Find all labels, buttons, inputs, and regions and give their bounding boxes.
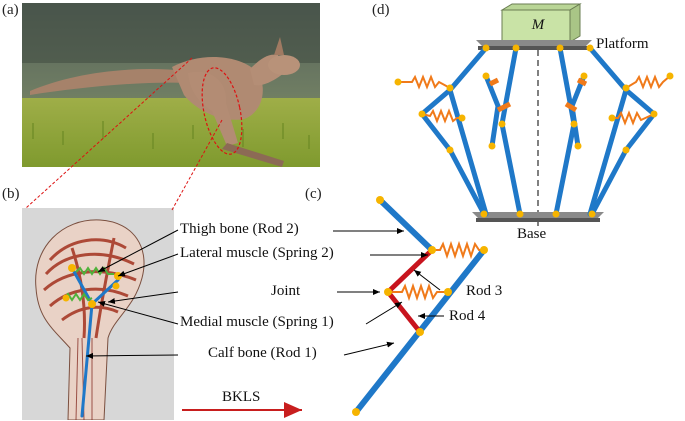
kangaroo-photo <box>22 3 320 167</box>
platform-mechanism: M <box>394 3 674 226</box>
label-thigh-bone: Thigh bone (Rod 2) <box>180 221 299 237</box>
label-base: Base <box>517 226 547 242</box>
bkls-linkage <box>182 196 488 418</box>
label-medial-muscle: Medial muscle (Spring 1) <box>180 314 334 330</box>
panel-label-c: (c) <box>305 186 322 202</box>
panel-label-b: (b) <box>2 186 20 202</box>
label-joint: Joint <box>271 283 301 299</box>
leg-anatomy-illustration <box>22 208 174 420</box>
label-calf-bone: Calf bone (Rod 1) <box>208 345 317 361</box>
label-bkls: BKLS <box>222 389 261 405</box>
mass-label: M <box>531 17 546 33</box>
label-platform: Platform <box>596 36 649 52</box>
label-rod-3: Rod 3 <box>466 283 503 299</box>
label-rod-4: Rod 4 <box>449 308 486 324</box>
label-lateral-muscle: Lateral muscle (Spring 2) <box>180 245 334 261</box>
panel-label-a: (a) <box>2 2 19 18</box>
panel-label-d: (d) <box>372 2 390 18</box>
